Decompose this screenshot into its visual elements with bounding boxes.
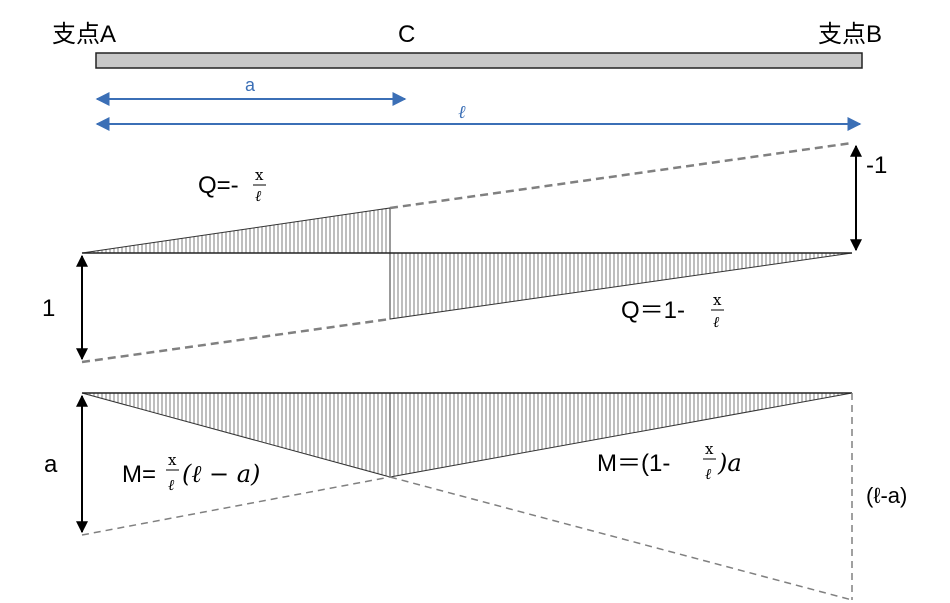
fraction-denominator: ℓ [713, 313, 719, 331]
fraction-denominator: ℓ [705, 465, 711, 483]
fraction-numerator: x [168, 451, 177, 469]
moment-formula-left-prefix: M= [122, 461, 156, 488]
support-b-label: 支点B [818, 21, 882, 48]
fraction-numerator: x [705, 440, 714, 458]
fraction-numerator: x [713, 291, 722, 309]
moment-dashed-left [81, 476, 391, 536]
moment-formula-right-prefix: M＝(1- [597, 450, 670, 477]
moment-left-value: a [44, 451, 58, 478]
shear-formula-right-prefix: Q＝1- [621, 297, 685, 324]
shear-dashed-lower [81, 317, 391, 364]
dimension-l-label: ℓ [458, 102, 466, 123]
shear-right-value: -1 [866, 152, 887, 179]
shear-formula-left-prefix: Q=- [198, 172, 239, 199]
support-a-label: 支点A [52, 21, 116, 48]
moment-formula-left-suffix: (ℓ − a) [182, 460, 260, 488]
shear-formula-right: Q＝1- x ℓ [621, 291, 724, 331]
fraction-denominator: ℓ [168, 476, 174, 494]
moment-dashed-right [389, 476, 853, 601]
moment-right-value: (ℓ-a) [866, 483, 907, 508]
moment-formula-right-suffix: )a [717, 449, 742, 477]
shear-dashed-upper [389, 141, 853, 210]
fraction-numerator: x [255, 166, 264, 184]
fraction-denominator: ℓ [255, 187, 261, 205]
shear-influence-line [76, 141, 862, 364]
point-c-label: C [398, 21, 415, 48]
shear-formula-left: Q=- x ℓ [198, 166, 266, 205]
beam [95, 52, 863, 69]
shear-hatched-left [81, 207, 391, 254]
shear-left-value: 1 [42, 295, 55, 322]
moment-influence-line [76, 392, 853, 601]
moment-formula-left: M= x ℓ (ℓ − a) [122, 451, 260, 494]
moment-formula-right: M＝(1- x ℓ )a [597, 440, 742, 483]
dimension-a-label: a [245, 75, 256, 95]
